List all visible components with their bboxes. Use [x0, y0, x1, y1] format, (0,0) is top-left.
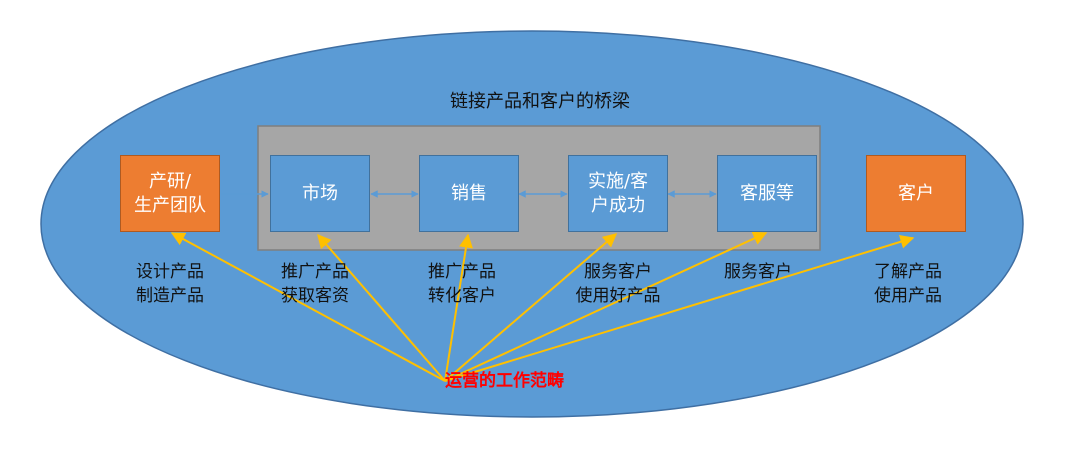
ops-arrow-rd-team [170, 232, 446, 382]
ops-arrow-customer [444, 234, 915, 382]
node-implementation: 实施/客 户成功 [568, 155, 668, 232]
caption-customer: 了解产品 使用产品 [874, 262, 942, 306]
ops-arrow-market [317, 233, 446, 382]
node-service: 客服等 [717, 155, 817, 232]
node-customer: 客户 [866, 155, 966, 232]
caption-rd-team: 设计产品 制造产品 [136, 262, 204, 306]
node-sales: 销售 [419, 155, 519, 232]
ops-arrow-implementation [444, 233, 618, 382]
operations-label: 运营的工作范畴 [445, 371, 564, 391]
caption-market: 推广产品 获取客资 [281, 262, 349, 306]
ops-arrow-sales [444, 233, 473, 382]
node-rd-team: 产研/ 生产团队 [120, 155, 220, 232]
ops-arrow-service [444, 231, 768, 382]
caption-sales: 推广产品 转化客户 [428, 262, 496, 306]
bridge-title: 链接产品和客户的桥梁 [450, 91, 630, 112]
caption-implementation: 服务客户 使用好产品 [575, 262, 661, 306]
node-market: 市场 [270, 155, 370, 232]
caption-service: 服务客户 [724, 262, 792, 282]
